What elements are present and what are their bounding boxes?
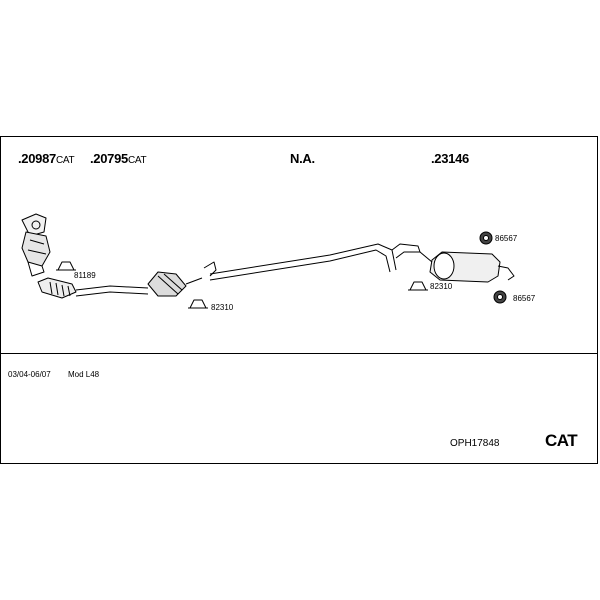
part-number-4: .23146	[431, 151, 469, 166]
clamp-icon-mid	[188, 299, 208, 309]
part-number-3: N.A.	[290, 151, 315, 166]
label-hanger-bottom: 86567	[513, 294, 536, 303]
connecting-pipe	[185, 277, 203, 285]
date-range: 03/04-06/07	[8, 370, 51, 379]
catalyst-icon	[147, 271, 187, 297]
middle-pipe-front	[203, 261, 217, 277]
manifold-catalyst-icon	[21, 213, 51, 277]
diagram-frame	[0, 136, 598, 464]
clamp-icon-rear	[408, 281, 428, 291]
front-pipe	[75, 285, 149, 291]
part-number-2: .20795CAT	[90, 151, 147, 166]
hanger-icon-top	[479, 231, 493, 245]
part-number-1: .20987CAT	[18, 151, 75, 166]
label-clamp-rear: 82310	[430, 282, 453, 291]
hanger-icon-bottom	[493, 290, 507, 304]
label-hanger-top: 86567	[495, 234, 518, 243]
clamp-icon-front	[56, 261, 76, 271]
type-label: CAT	[545, 431, 578, 450]
label-clamp-front: 81189	[74, 271, 96, 280]
section-divider	[0, 353, 598, 354]
kit-code: OPH17848	[450, 438, 500, 449]
middle-pipe	[209, 243, 397, 275]
rear-muffler-icon	[419, 251, 515, 283]
label-clamp-mid: 82310	[211, 303, 234, 312]
flex-pipe-icon	[37, 277, 77, 299]
model-label: Mod L48	[68, 370, 100, 379]
